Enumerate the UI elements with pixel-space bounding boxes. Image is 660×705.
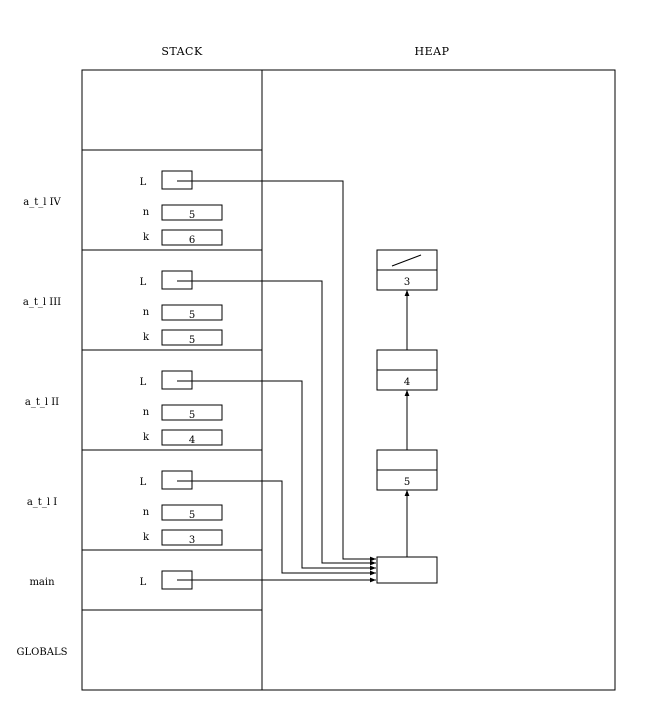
node-value: 3 <box>404 277 410 288</box>
var-name-n: n <box>143 307 150 318</box>
var-name-k: k <box>143 532 150 543</box>
heap-node-4: 4 <box>376 349 438 391</box>
stack-header: STACK <box>161 45 203 58</box>
var-name-n: n <box>143 207 150 218</box>
pointer-arrow-iii <box>177 280 376 566</box>
node-value: 4 <box>404 377 410 388</box>
pointer-arrow-iv <box>177 180 376 562</box>
var-box-n <box>161 504 223 521</box>
var-box-n <box>161 404 223 421</box>
var-value-k: 4 <box>189 435 195 446</box>
var-name-l: L <box>140 277 147 288</box>
globals-label: GLOBALS <box>17 647 68 658</box>
var-box-k <box>161 529 223 546</box>
var-box-l <box>161 370 193 390</box>
var-value-k: 3 <box>189 535 195 546</box>
stack-frame-i: L n 5 k 3 <box>140 470 223 546</box>
frame-label-a-t-l-iv: a_t_l IV <box>23 197 61 208</box>
heap-node-5: 5 <box>376 449 438 491</box>
var-name-n: n <box>143 507 150 518</box>
stack-panel <box>81 69 263 691</box>
var-name-l: L <box>140 177 147 188</box>
var-name-l: L <box>140 477 147 488</box>
var-box-l <box>161 170 193 190</box>
var-name-l: L <box>140 577 147 588</box>
frame-label-a-t-l-i: a_t_l I <box>27 497 57 508</box>
var-box-k <box>161 329 223 346</box>
var-box-n <box>161 304 223 321</box>
heap-panel <box>261 69 616 691</box>
var-box-l <box>161 470 193 490</box>
var-value-n: 5 <box>189 210 195 221</box>
frame-label-a-t-l-iii: a_t_l III <box>23 297 61 308</box>
var-value-n: 5 <box>189 410 195 421</box>
var-box-k <box>161 229 223 246</box>
pointer-arrow-i <box>177 480 376 576</box>
var-name-n: n <box>143 407 150 418</box>
var-box-l <box>161 270 193 290</box>
stack-frame-ii: L n 5 k 4 <box>140 370 223 446</box>
node-value: 5 <box>404 477 410 488</box>
pointer-arrow-ii <box>177 380 376 571</box>
var-value-k: 6 <box>189 235 195 246</box>
heap-node-top: 3 <box>376 249 438 291</box>
frame-label-main: main <box>29 577 55 588</box>
var-name-k: k <box>143 432 150 443</box>
stack-frame-iv: L n 5 k 6 <box>140 170 223 246</box>
var-name-l: L <box>140 377 147 388</box>
var-box-k <box>161 429 223 446</box>
var-value-n: 5 <box>189 510 195 521</box>
var-name-k: k <box>143 332 150 343</box>
node-box <box>376 556 438 584</box>
heap-header: HEAP <box>415 45 450 58</box>
var-name-k: k <box>143 232 150 243</box>
var-value-n: 5 <box>189 310 195 321</box>
var-value-k: 5 <box>189 335 195 346</box>
heap-node-base <box>376 556 438 584</box>
frame-label-a-t-l-ii: a_t_l II <box>25 397 59 408</box>
null-pointer-slash <box>391 254 422 267</box>
var-box-n <box>161 204 223 221</box>
stack-frame-iii: L n 5 k 5 <box>140 270 223 346</box>
